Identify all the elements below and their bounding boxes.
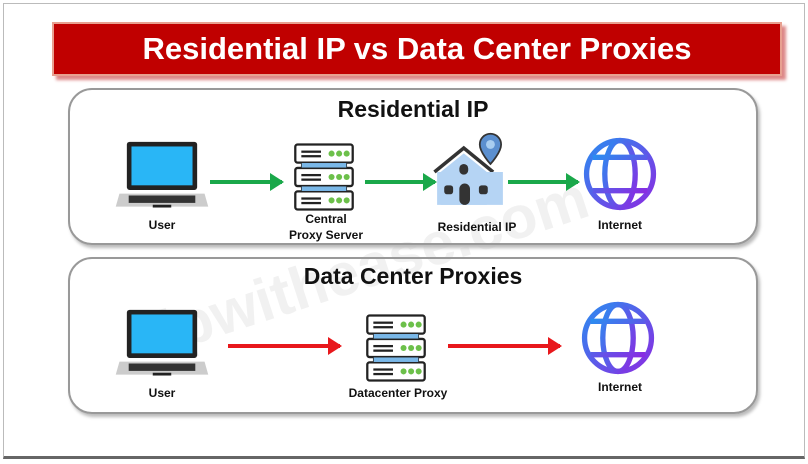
internet-label: Internet [597,380,642,394]
data-center-panel: Data Center Proxies [68,257,758,414]
datacenter-server-icon [358,314,434,382]
user-laptop-icon [112,140,212,214]
user-label: User [148,218,176,232]
proxy-server-icon [286,143,362,211]
flow-arrow [210,173,284,191]
datacenter-proxy-label: Datacenter Proxy [348,386,448,400]
data-center-title: Data Center Proxies [303,263,523,289]
residential-ip-title: Residential IP [337,96,489,122]
internet-label: Internet [597,218,642,232]
internet-globe-icon [580,300,656,376]
flow-arrow [508,173,580,191]
internet-globe-icon [582,136,658,212]
residential-ip-panel: Residential IP [68,88,758,245]
flow-arrow [448,337,562,355]
user-laptop-icon [112,308,212,382]
page-title: Residential IP vs Data Center Proxies [52,22,782,76]
proxy-server-label: Proxy Server [288,228,364,242]
user-label: User [148,386,176,400]
central-label: Central [305,212,347,226]
flow-arrow [228,337,342,355]
residential-ip-label: Residential IP [437,220,517,234]
frame [3,3,805,459]
residential-house-icon [430,132,510,212]
flow-arrow [365,173,437,191]
